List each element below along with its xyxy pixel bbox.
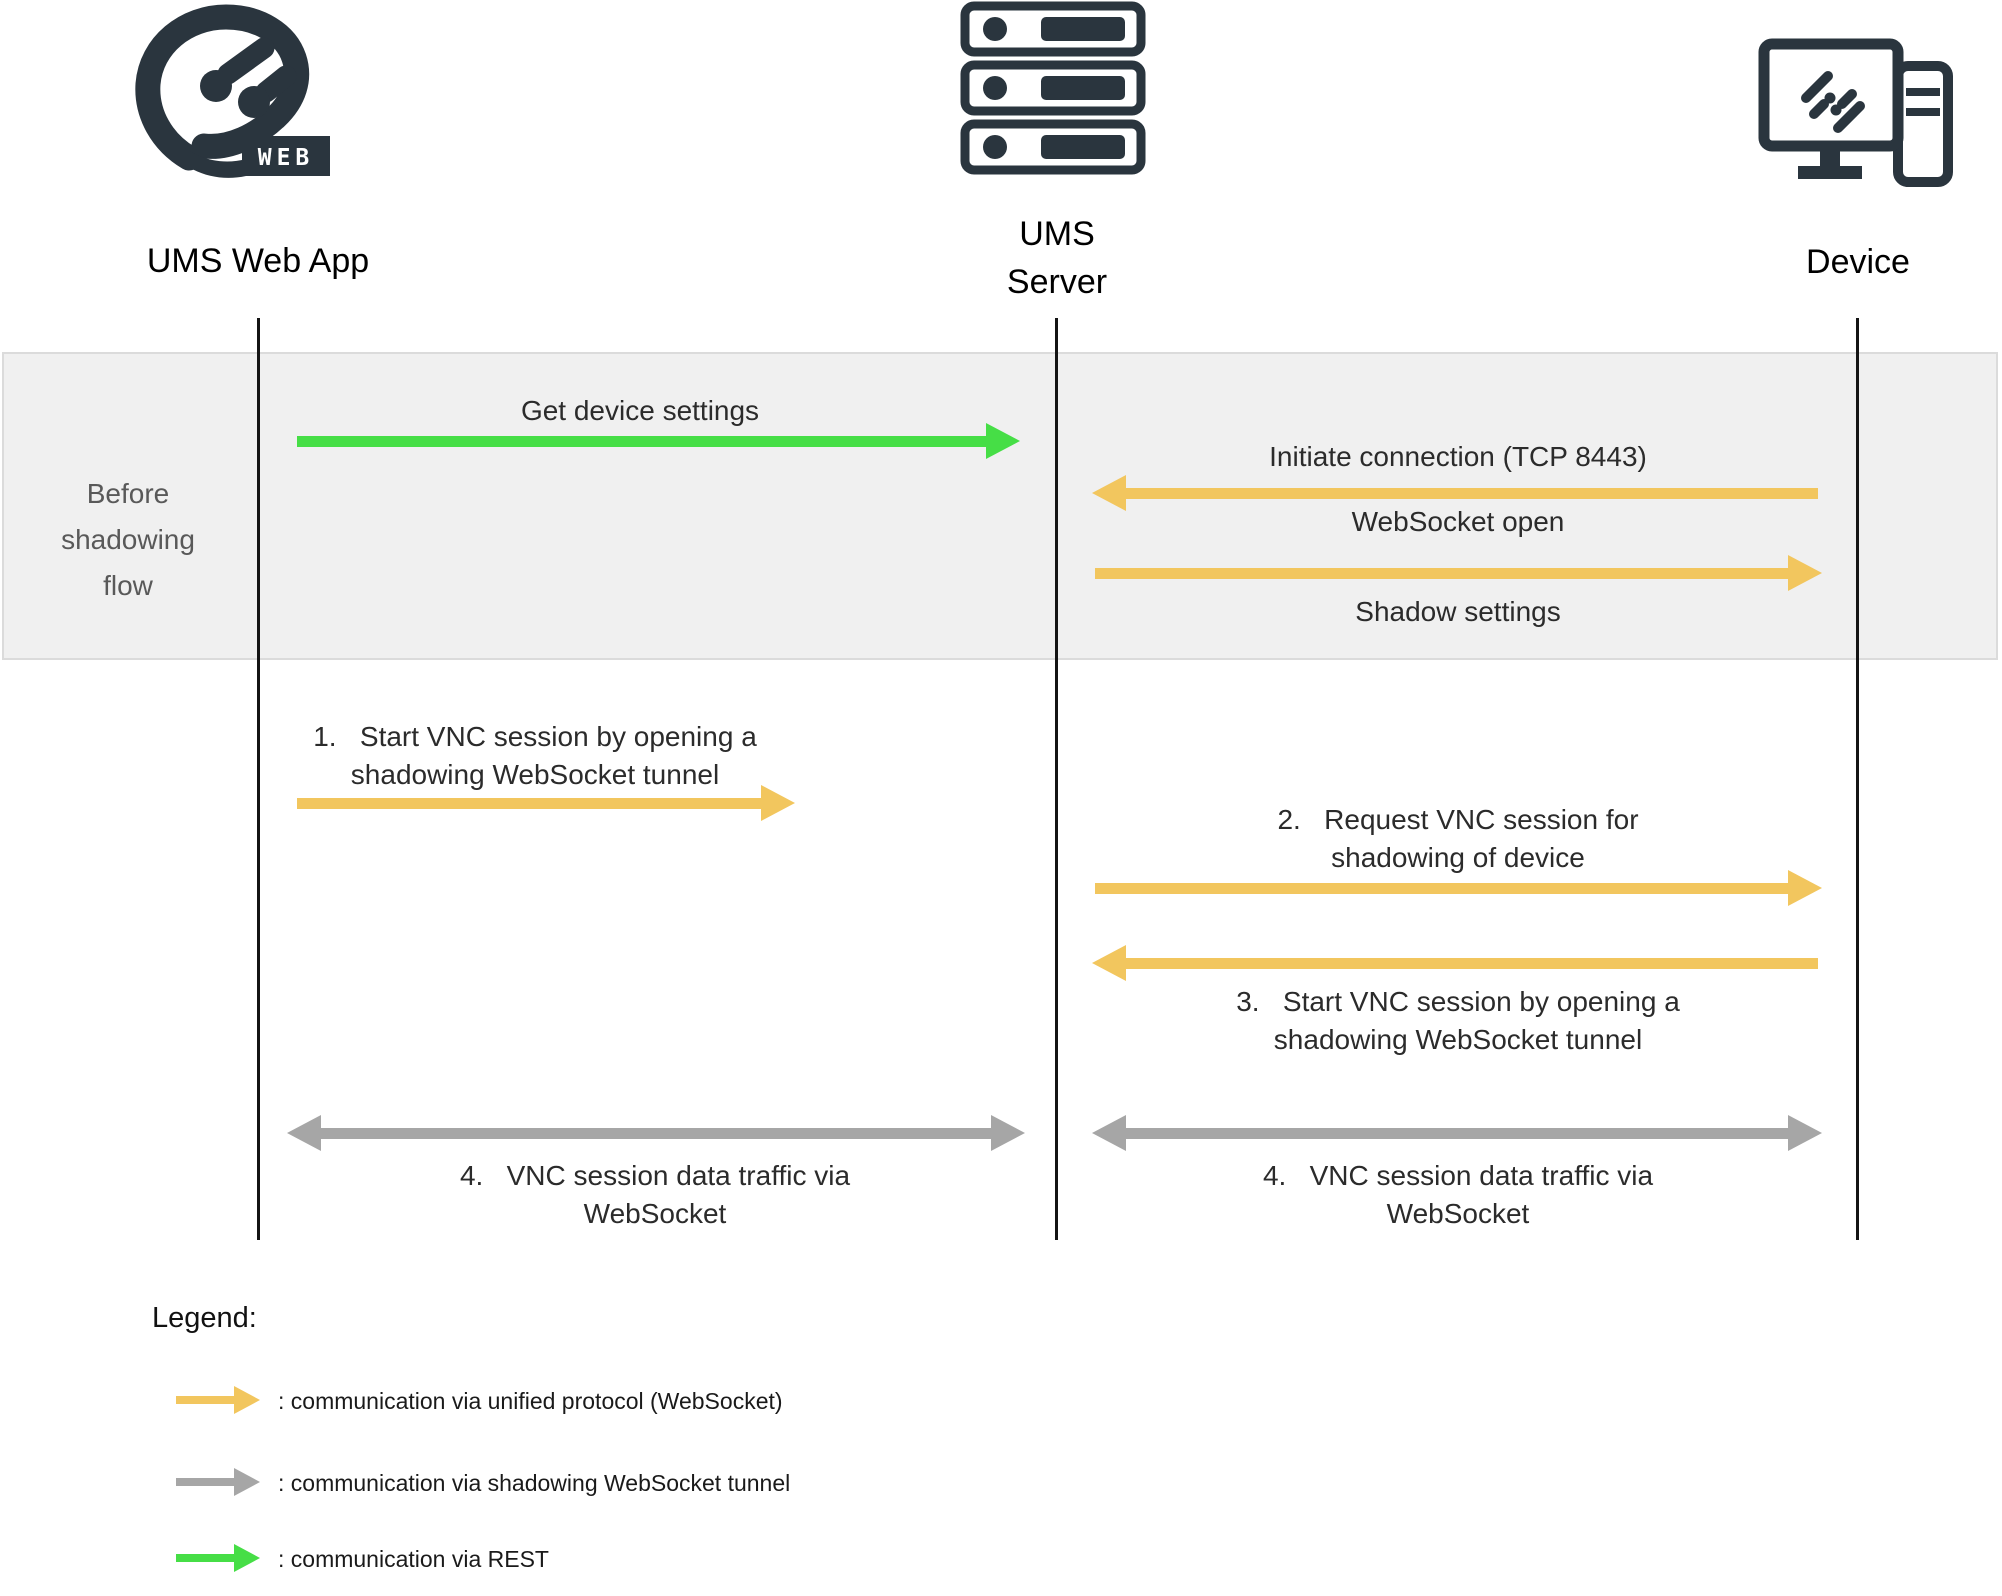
ums-server-icon bbox=[960, 1, 1146, 175]
legend-green-arrow-icon bbox=[176, 1544, 260, 1572]
before-shadowing-band bbox=[2, 352, 1998, 660]
arrow-head-left bbox=[1092, 1115, 1126, 1151]
arrow-shaft bbox=[313, 1128, 999, 1139]
arrow-shaft bbox=[1118, 1128, 1796, 1139]
message-step4-webapp-server: 4. VNC session data traffic via WebSocke… bbox=[459, 1160, 851, 1229]
message-step1: 1. Start VNC session by opening a shadow… bbox=[313, 721, 757, 790]
arrow-shaft bbox=[297, 436, 994, 447]
message-websocket-open: WebSocket open bbox=[1351, 506, 1565, 537]
message-step4-server-device: 4. VNC session data traffic via WebSocke… bbox=[1262, 1160, 1654, 1229]
arrow-websocket-open bbox=[1095, 555, 1822, 591]
arrow-head-right bbox=[234, 1544, 260, 1572]
actor-label-ums-server: UMS Server bbox=[1006, 215, 1108, 301]
web-badge bbox=[242, 136, 330, 176]
arrow-head-right bbox=[991, 1115, 1025, 1151]
web-badge-text: WEB bbox=[258, 145, 315, 171]
arrow-head-right bbox=[1788, 555, 1822, 591]
arrow-initiate-connection bbox=[1092, 475, 1818, 511]
ums-web-app-logo-icon: WEB bbox=[135, 4, 330, 178]
arrow-shaft bbox=[297, 798, 769, 809]
message-shadow-settings: Shadow settings bbox=[1355, 596, 1561, 627]
message-initiate-connection: Initiate connection (TCP 8443) bbox=[1269, 441, 1647, 472]
arrow-step1 bbox=[297, 785, 795, 821]
legend-gray-arrow-icon bbox=[176, 1468, 260, 1496]
logo-tail bbox=[166, 138, 246, 178]
arrow-shaft bbox=[1095, 568, 1796, 579]
arrow-shaft bbox=[176, 1554, 238, 1562]
arrow-head-left bbox=[1092, 475, 1126, 511]
message-get-device-settings: Get device settings bbox=[520, 395, 760, 426]
arrow-shaft bbox=[1118, 488, 1818, 499]
lifeline-ums-web-app bbox=[257, 318, 260, 1240]
arrow-step3 bbox=[1092, 945, 1818, 981]
arrow-step4-server-device bbox=[1092, 1115, 1822, 1151]
actor-label-device: Device bbox=[1806, 243, 1910, 281]
arrow-shaft bbox=[176, 1478, 238, 1486]
arrow-shaft bbox=[1118, 958, 1818, 969]
arrow-shaft bbox=[176, 1396, 238, 1404]
lifeline-ums-server bbox=[1055, 318, 1058, 1240]
legend-title: Legend: bbox=[152, 1302, 257, 1334]
device-screen-glyph bbox=[1801, 71, 1865, 133]
arrow-step4-webapp-server bbox=[287, 1115, 1025, 1151]
device-icon bbox=[1758, 38, 1953, 187]
arrow-step2 bbox=[1095, 870, 1822, 906]
before-shadowing-label: Before shadowing flow bbox=[61, 478, 195, 601]
arrow-head-right bbox=[234, 1386, 260, 1414]
legend-item-rest: : communication via REST bbox=[278, 1546, 549, 1572]
arrow-get-device-settings bbox=[297, 423, 1020, 459]
message-step3: 3. Start VNC session by opening a shadow… bbox=[1236, 986, 1680, 1055]
arrow-head-left bbox=[1092, 945, 1126, 981]
arrow-head-right bbox=[1788, 1115, 1822, 1151]
arrow-head-right bbox=[1788, 870, 1822, 906]
arrow-head-right bbox=[761, 785, 795, 821]
legend-item-unified-protocol: : communication via unified protocol (We… bbox=[278, 1388, 783, 1414]
lifeline-device bbox=[1856, 318, 1859, 1240]
legend-yellow-arrow-icon bbox=[176, 1386, 260, 1414]
message-step2: 2. Request VNC session for shadowing of … bbox=[1277, 804, 1639, 873]
arrow-shaft bbox=[1095, 883, 1796, 894]
actor-label-ums-web-app: UMS Web App bbox=[146, 242, 370, 280]
arrow-head-right bbox=[234, 1468, 260, 1496]
arrow-head-right bbox=[986, 423, 1020, 459]
arrow-head-left bbox=[287, 1115, 321, 1151]
legend-item-shadowing-tunnel: : communication via shadowing WebSocket … bbox=[278, 1470, 791, 1496]
